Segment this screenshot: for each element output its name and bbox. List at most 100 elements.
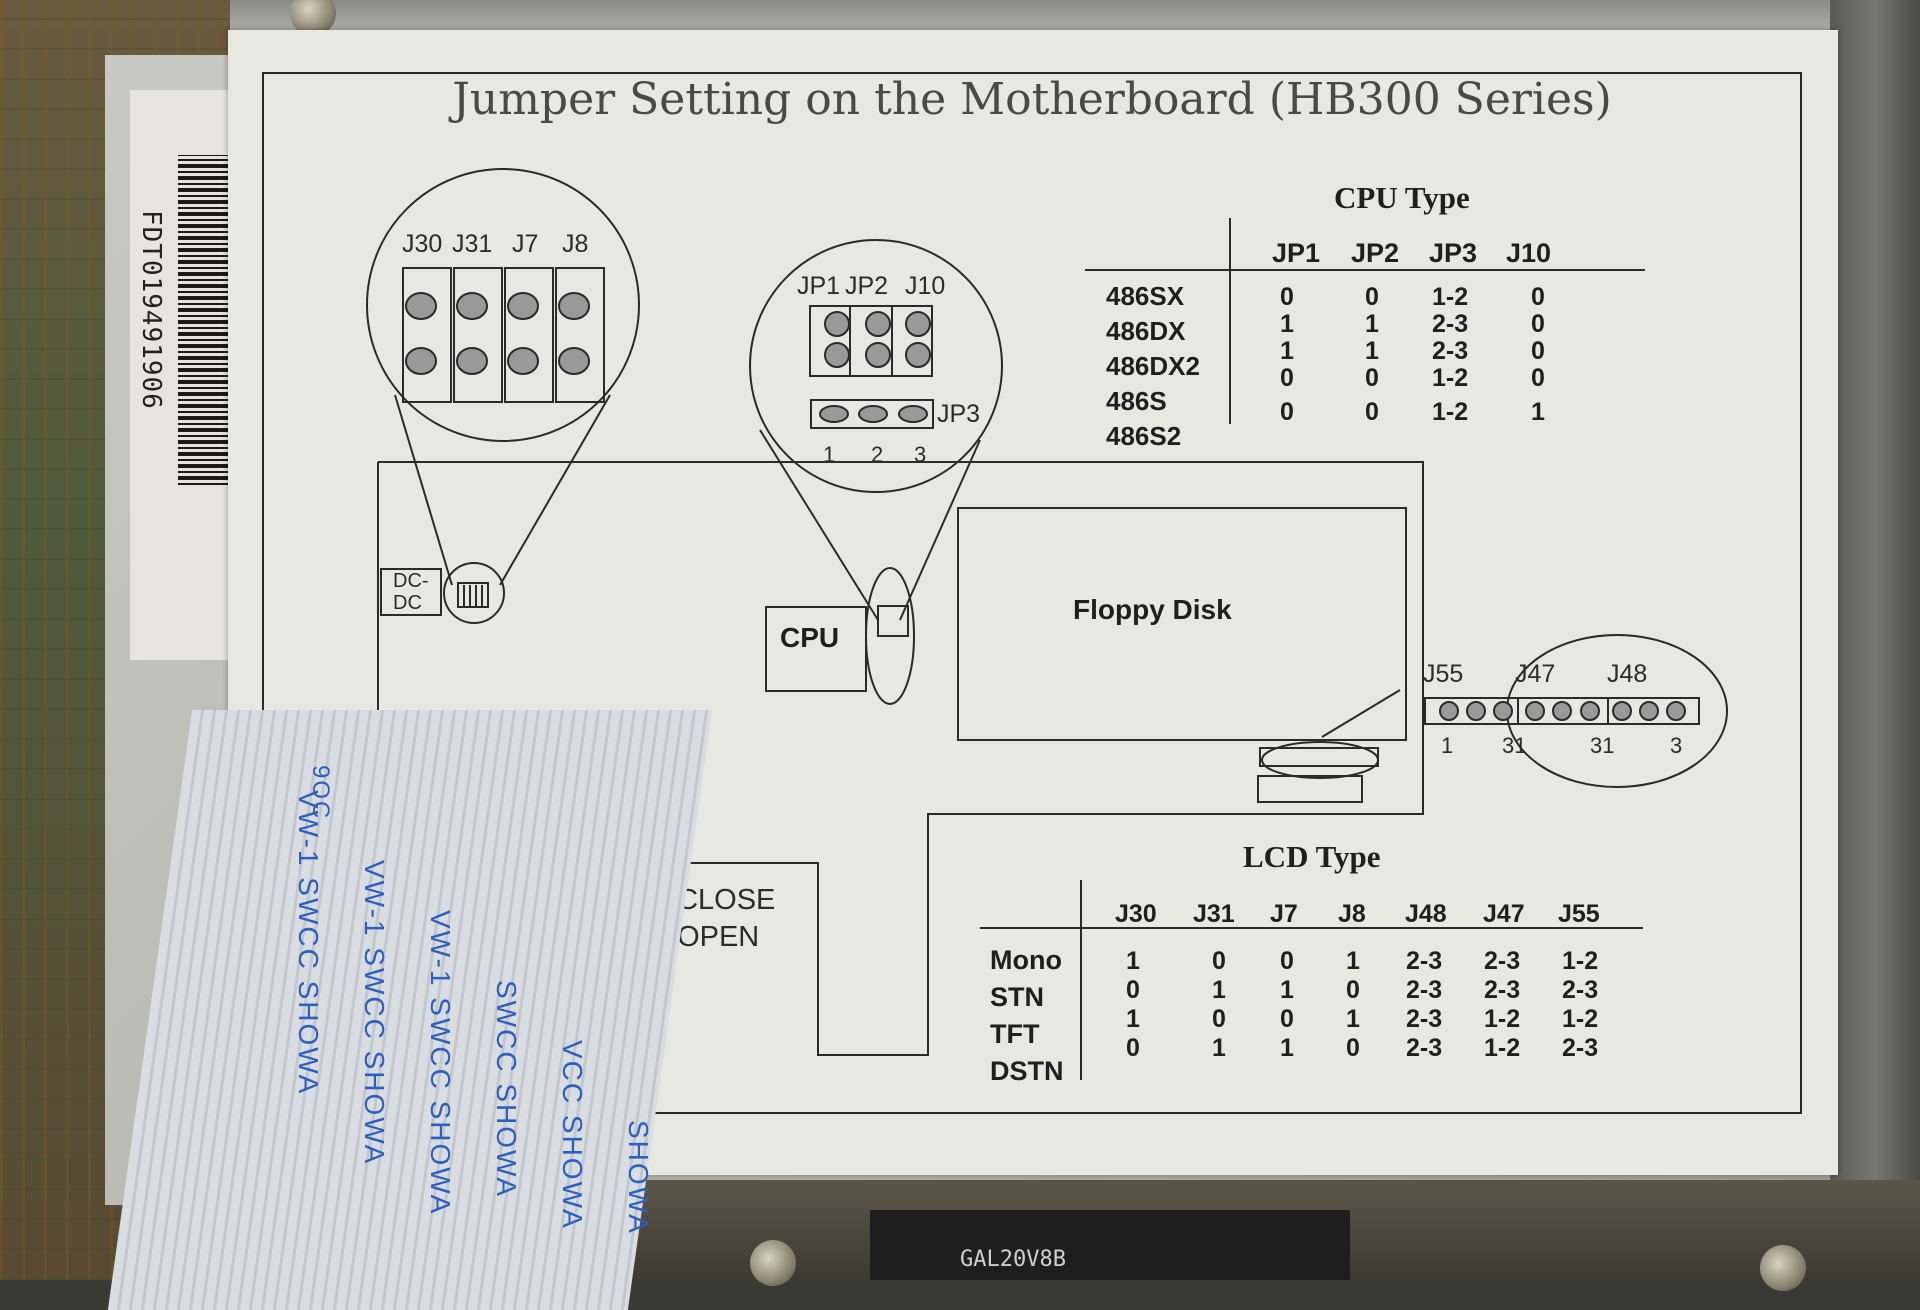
floppy-disk-label: Floppy Disk (1073, 594, 1232, 625)
cpu-cell: 0 (1365, 283, 1379, 311)
lcd-col-header: J55 (1558, 900, 1600, 928)
lcd-cell: 2-3 (1406, 1005, 1443, 1033)
lcd-cell: 2-3 (1406, 947, 1443, 975)
lcd-col-header: J48 (1405, 900, 1447, 928)
cpu-row-label: 486DX2 (1106, 351, 1200, 381)
cpu-cell: 1-2 (1432, 283, 1469, 311)
cpu-cell: 1 (1280, 310, 1294, 338)
case-edge-right (1830, 0, 1920, 1280)
jumper-label-j48: J48 (1607, 660, 1648, 688)
lcd-cell: 0 (1212, 1005, 1226, 1033)
cpu-col-header: JP1 (1272, 238, 1321, 268)
cpu-cell: 0 (1531, 283, 1545, 311)
cpu-cell: 1 (1531, 398, 1545, 426)
lcd-cell: 1 (1212, 976, 1226, 1004)
lcd-cell: 0 (1346, 1034, 1360, 1062)
jumper-label-jp3: JP3 (937, 400, 981, 428)
lcd-cell: 1 (1280, 976, 1294, 1004)
cpu-cell: 1 (1365, 310, 1379, 338)
cpu-row-label: 486S (1106, 386, 1167, 416)
pin-number: 1 (823, 442, 836, 467)
page-title: Jumper Setting on the Motherboard (HB300… (452, 74, 1612, 125)
cpu-cell: 0 (1280, 398, 1294, 426)
lcd-col-header: J31 (1193, 900, 1235, 928)
cpu-cell: 1-2 (1432, 398, 1469, 426)
lcd-cell: 1 (1212, 1034, 1226, 1062)
lcd-cell: 2-3 (1562, 976, 1599, 1004)
pin-number: 31 (1590, 733, 1615, 758)
jumper-label-jp1: JP1 (797, 272, 841, 300)
cpu-cell: 1 (1280, 337, 1294, 365)
cpu-cell: 0 (1531, 364, 1545, 392)
cpu-cell: 0 (1280, 283, 1294, 311)
cpu-col-header: J10 (1506, 238, 1552, 268)
cpu-cell: 1-2 (1432, 364, 1469, 392)
cable-print: VW-1 SWCC SHOWA (425, 910, 456, 1216)
cable-print: VW-1 SWCC SHOWA (359, 860, 390, 1166)
pin-number: 3 (914, 442, 927, 467)
lcd-cell: 2-3 (1484, 976, 1521, 1004)
cpu-cell: 0 (1365, 398, 1379, 426)
lcd-cell: 2-3 (1562, 1034, 1599, 1062)
lcd-col-header: J8 (1338, 900, 1366, 928)
lcd-cell: 1 (1346, 1005, 1360, 1033)
lcd-cell: 1-2 (1484, 1005, 1521, 1033)
jumper-label-j8: J8 (562, 230, 589, 258)
cpu-col-header: JP2 (1351, 238, 1400, 268)
cpu-cell: 0 (1365, 364, 1379, 392)
lcd-cell: 2-3 (1406, 976, 1443, 1004)
lcd-cell: 1 (1280, 1034, 1294, 1062)
jumper-label-j30: J30 (402, 230, 443, 258)
lcd-cell: 1 (1126, 947, 1140, 975)
lcd-cell: 1-2 (1562, 947, 1599, 975)
lcd-row-label: Mono (990, 945, 1062, 975)
dcdc-label: DC- DC (393, 570, 429, 614)
lcd-col-header: J47 (1483, 900, 1525, 928)
cpu-row-label: 486DX (1106, 316, 1186, 346)
cable-print: VCC SHOWA (557, 1040, 588, 1230)
cpu-cell: 2-3 (1432, 310, 1469, 338)
lcd-row-label: DSTN (990, 1056, 1064, 1086)
cpu-cell: 0 (1280, 364, 1294, 392)
cpu-cell: 1 (1365, 337, 1379, 365)
chip-label: GAL20V8B (960, 1247, 1066, 1272)
lcd-col-header: J30 (1115, 900, 1157, 928)
card-frame (262, 72, 1802, 1114)
lcd-cell: 1 (1126, 1005, 1140, 1033)
jumper-label-j7: J7 (512, 230, 539, 258)
cable-print: VW-1 SWCC SHOWA (293, 790, 324, 1096)
lcd-cell: 0 (1280, 947, 1294, 975)
jumper-label-jp2: JP2 (845, 272, 889, 300)
pin-number: 3 (1670, 733, 1683, 758)
pin-number: 31 (1502, 733, 1527, 758)
cpu-cell: 0 (1531, 310, 1545, 338)
lcd-cell: 0 (1126, 1034, 1140, 1062)
board-diagram (366, 168, 1728, 1080)
cable-print: SHOWA (623, 1120, 654, 1235)
cpu-cell: 2-3 (1432, 337, 1469, 365)
jumper-label-j47: J47 (1515, 660, 1556, 688)
cable-print: 9OC (307, 765, 334, 821)
cpu-label: CPU (780, 622, 840, 653)
jumper-label-j10: J10 (905, 272, 946, 300)
pin-number: 2 (871, 442, 884, 467)
lcd-cell: 2-3 (1406, 1034, 1443, 1062)
cpu-cell: 0 (1531, 337, 1545, 365)
ic-chip (870, 1210, 1350, 1280)
lcd-cell: 0 (1126, 976, 1140, 1004)
screw-icon (750, 1240, 796, 1286)
lcd-cell: 0 (1212, 947, 1226, 975)
barcode-icon (178, 155, 234, 485)
lcd-row-label: TFT (990, 1019, 1040, 1049)
lcd-cell: 0 (1346, 976, 1360, 1004)
cpu-col-header: JP3 (1429, 238, 1478, 268)
dcdc-line: DC- (393, 570, 429, 592)
cable-print: SWCC SHOWA (491, 980, 522, 1199)
cpu-row-label: 486SX (1106, 281, 1185, 311)
jumper-label-j31: J31 (452, 230, 493, 258)
lcd-cell: 2-3 (1484, 947, 1521, 975)
lcd-cell: 0 (1280, 1005, 1294, 1033)
cpu-row-label: 486S2 (1106, 421, 1182, 451)
lcd-cell: 1-2 (1562, 1005, 1599, 1033)
lcd-table-title: LCD Type (1243, 839, 1381, 874)
